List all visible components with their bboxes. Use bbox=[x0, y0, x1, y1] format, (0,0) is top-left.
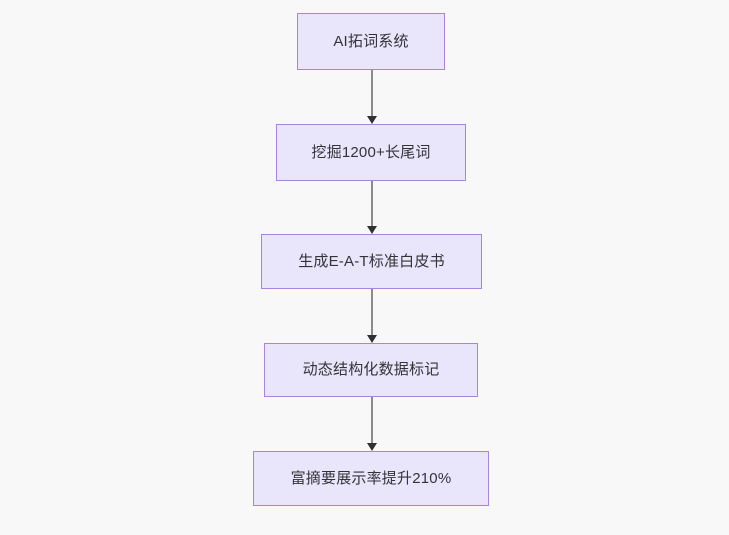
arrowhead-icon bbox=[367, 226, 377, 234]
arrowhead-icon bbox=[367, 443, 377, 451]
edge-line bbox=[371, 289, 373, 336]
node-label: 生成E-A-T标准白皮书 bbox=[298, 252, 445, 270]
arrowhead-icon bbox=[367, 335, 377, 343]
node-label: 动态结构化数据标记 bbox=[302, 361, 440, 379]
flowchart-node-generate-eat-whitepaper[interactable]: 生成E-A-T标准白皮书 bbox=[261, 234, 482, 289]
node-label: 富摘要展示率提升210% bbox=[290, 469, 452, 487]
flowchart-node-mine-longtail-keywords[interactable]: 挖掘1200+长尾词 bbox=[276, 124, 466, 181]
edge-line bbox=[371, 70, 373, 117]
flowchart-node-dynamic-structured-data-markup[interactable]: 动态结构化数据标记 bbox=[264, 343, 478, 397]
node-label: AI拓词系统 bbox=[333, 32, 409, 50]
flowchart-node-rich-snippet-rate-increase[interactable]: 富摘要展示率提升210% bbox=[253, 451, 489, 506]
node-label: 挖掘1200+长尾词 bbox=[311, 143, 431, 161]
edge-line bbox=[371, 397, 373, 444]
edge-line bbox=[371, 181, 373, 227]
arrowhead-icon bbox=[367, 116, 377, 124]
flowchart-node-ai-keyword-system[interactable]: AI拓词系统 bbox=[297, 13, 445, 70]
